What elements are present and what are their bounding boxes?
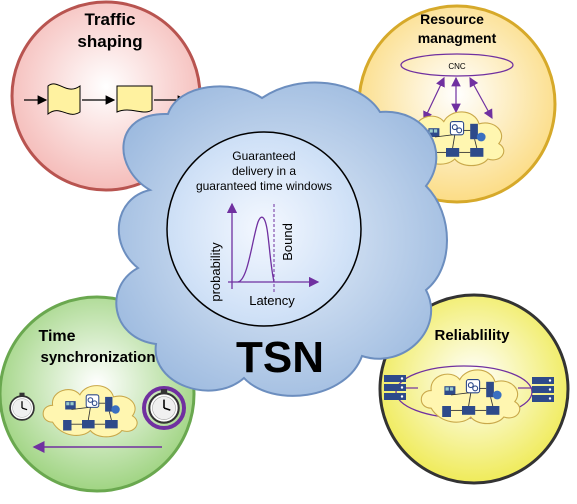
- right-clock-ring: [142, 386, 186, 430]
- resource-management-title-2: managment: [418, 30, 497, 46]
- left-server-icon: [384, 375, 406, 400]
- time-sync-title-2: synchronization: [40, 349, 155, 366]
- shaping-output-shape: [116, 85, 153, 113]
- probability-label: probability: [208, 242, 223, 302]
- resource-management-title-1: Resource: [420, 11, 484, 27]
- cnc-link-1: [423, 76, 445, 122]
- latency-distribution-curve: [237, 216, 275, 283]
- tsn-cloud-group: Guaranteed delivery in a guaranteed time…: [115, 81, 448, 397]
- guarantee-line-2: delivery in a: [232, 164, 296, 178]
- traffic-shaping-title-2: shaping: [77, 32, 142, 51]
- reliability-title: Reliablility: [434, 327, 510, 344]
- time-sync-group: Time synchronization: [0, 295, 196, 493]
- guarantee-line-1: Guaranteed: [232, 149, 295, 163]
- guarantee-line-3: guaranteed time windows: [196, 179, 332, 193]
- tsn-label: TSN: [236, 333, 324, 382]
- cnc-link-3: [469, 76, 493, 120]
- reliability-group: Reliablility: [378, 293, 570, 485]
- cnc-label: CNC: [448, 62, 466, 71]
- shaping-input-shape: [47, 83, 81, 116]
- time-sync-title-1: Time: [38, 328, 75, 345]
- right-server-icon: [532, 377, 554, 402]
- bound-label: Bound: [280, 223, 295, 261]
- traffic-shaping-title-1: Traffic: [84, 10, 135, 29]
- cnc-controller: [400, 53, 514, 77]
- latency-label: Latency: [249, 293, 295, 308]
